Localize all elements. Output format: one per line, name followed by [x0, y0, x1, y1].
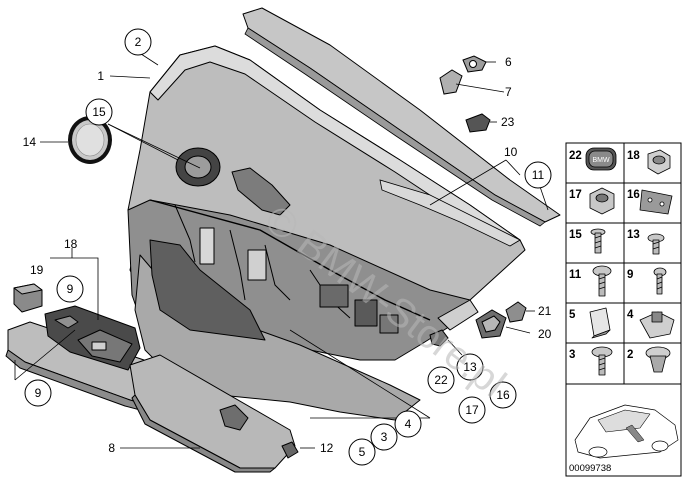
callout-14: 14	[23, 135, 37, 149]
callout-3: 3	[370, 423, 398, 451]
svg-text:BMW: BMW	[592, 157, 610, 164]
grid-label-22: 22	[569, 150, 582, 162]
callout-2: 2	[124, 28, 152, 56]
grid-label-9: 9	[627, 269, 633, 281]
callout-8: 8	[108, 441, 115, 455]
svg-text:16: 16	[496, 388, 510, 402]
callout-12: 12	[320, 441, 334, 455]
grid-label-2: 2	[627, 349, 633, 361]
callout-20: 20	[538, 327, 552, 341]
callout-9b: 9	[24, 379, 52, 407]
callout-22: 22	[427, 366, 455, 394]
callout-17: 17	[458, 396, 486, 424]
grid-label-13: 13	[627, 229, 640, 241]
lower-trim-strip	[129, 354, 299, 473]
screw-15	[590, 228, 606, 254]
svg-text:5: 5	[359, 445, 366, 459]
callout-7: 7	[505, 85, 512, 99]
part-19-cap	[13, 283, 43, 313]
callout-5: 5	[348, 438, 376, 466]
grid-label-16: 16	[627, 189, 640, 201]
image-code: 00099738	[569, 463, 611, 474]
screw-9	[653, 267, 667, 295]
nut-17	[589, 187, 615, 215]
clip-4	[639, 311, 675, 339]
part-7-bracket	[439, 69, 463, 95]
grid-labels: 22 18 17 16 15 13 11 9 5 4 3 2	[569, 150, 640, 361]
part-20-switch	[475, 309, 507, 339]
svg-text:9: 9	[67, 282, 74, 296]
callout-11: 11	[524, 161, 552, 189]
clip-5	[589, 307, 611, 339]
part-23-clip	[465, 113, 491, 133]
svg-text:2: 2	[135, 35, 142, 49]
callout-15: 15	[85, 98, 113, 126]
callout-23: 23	[501, 115, 515, 129]
grid-label-5: 5	[569, 309, 576, 321]
callout-13: 13	[456, 353, 484, 381]
part-6-clip	[462, 55, 487, 73]
car-silhouette	[574, 404, 679, 459]
nut-18	[647, 149, 671, 175]
svg-text:13: 13	[463, 360, 477, 374]
svg-text:22: 22	[434, 373, 448, 387]
callout-10: 10	[504, 145, 518, 159]
door-trim-panel	[127, 45, 526, 421]
grid-label-15: 15	[569, 229, 582, 241]
callouts: 2 15 11 9 9 13 22 16 17 4 3 5 1 14 6 7 2…	[23, 28, 552, 466]
window-trim-edge	[244, 27, 546, 227]
callout-6: 6	[505, 55, 512, 69]
grid-label-18: 18	[627, 150, 640, 162]
callout-9a: 9	[56, 275, 84, 303]
svg-text:4: 4	[405, 417, 412, 431]
callout-16: 16	[489, 381, 517, 409]
rivet-2	[645, 346, 671, 373]
grid-label-4: 4	[627, 309, 634, 321]
callout-1: 1	[97, 69, 104, 83]
callout-18: 18	[64, 237, 78, 251]
svg-text:3: 3	[381, 430, 388, 444]
grid-parts: BMW	[574, 147, 679, 459]
part-13-clip	[429, 329, 449, 347]
svg-text:17: 17	[465, 403, 479, 417]
plate-16	[639, 189, 673, 215]
svg-text:11: 11	[532, 168, 545, 182]
grid-label-3: 3	[569, 349, 575, 361]
svg-text:15: 15	[92, 105, 106, 119]
sill-trim	[379, 179, 521, 247]
screw-11	[592, 265, 612, 297]
callout-21: 21	[538, 304, 552, 318]
callout-4: 4	[394, 410, 422, 438]
screw-13	[647, 233, 665, 255]
badge-22: BMW	[585, 147, 617, 171]
speaker-grille	[68, 116, 112, 164]
screw-3	[591, 346, 613, 376]
svg-text:9: 9	[35, 386, 42, 400]
grid-label-11: 11	[569, 269, 582, 281]
callout-19: 19	[30, 263, 44, 277]
part-21-connector	[505, 301, 527, 323]
window-switch-block	[44, 305, 141, 371]
grid-label-17: 17	[569, 189, 582, 201]
